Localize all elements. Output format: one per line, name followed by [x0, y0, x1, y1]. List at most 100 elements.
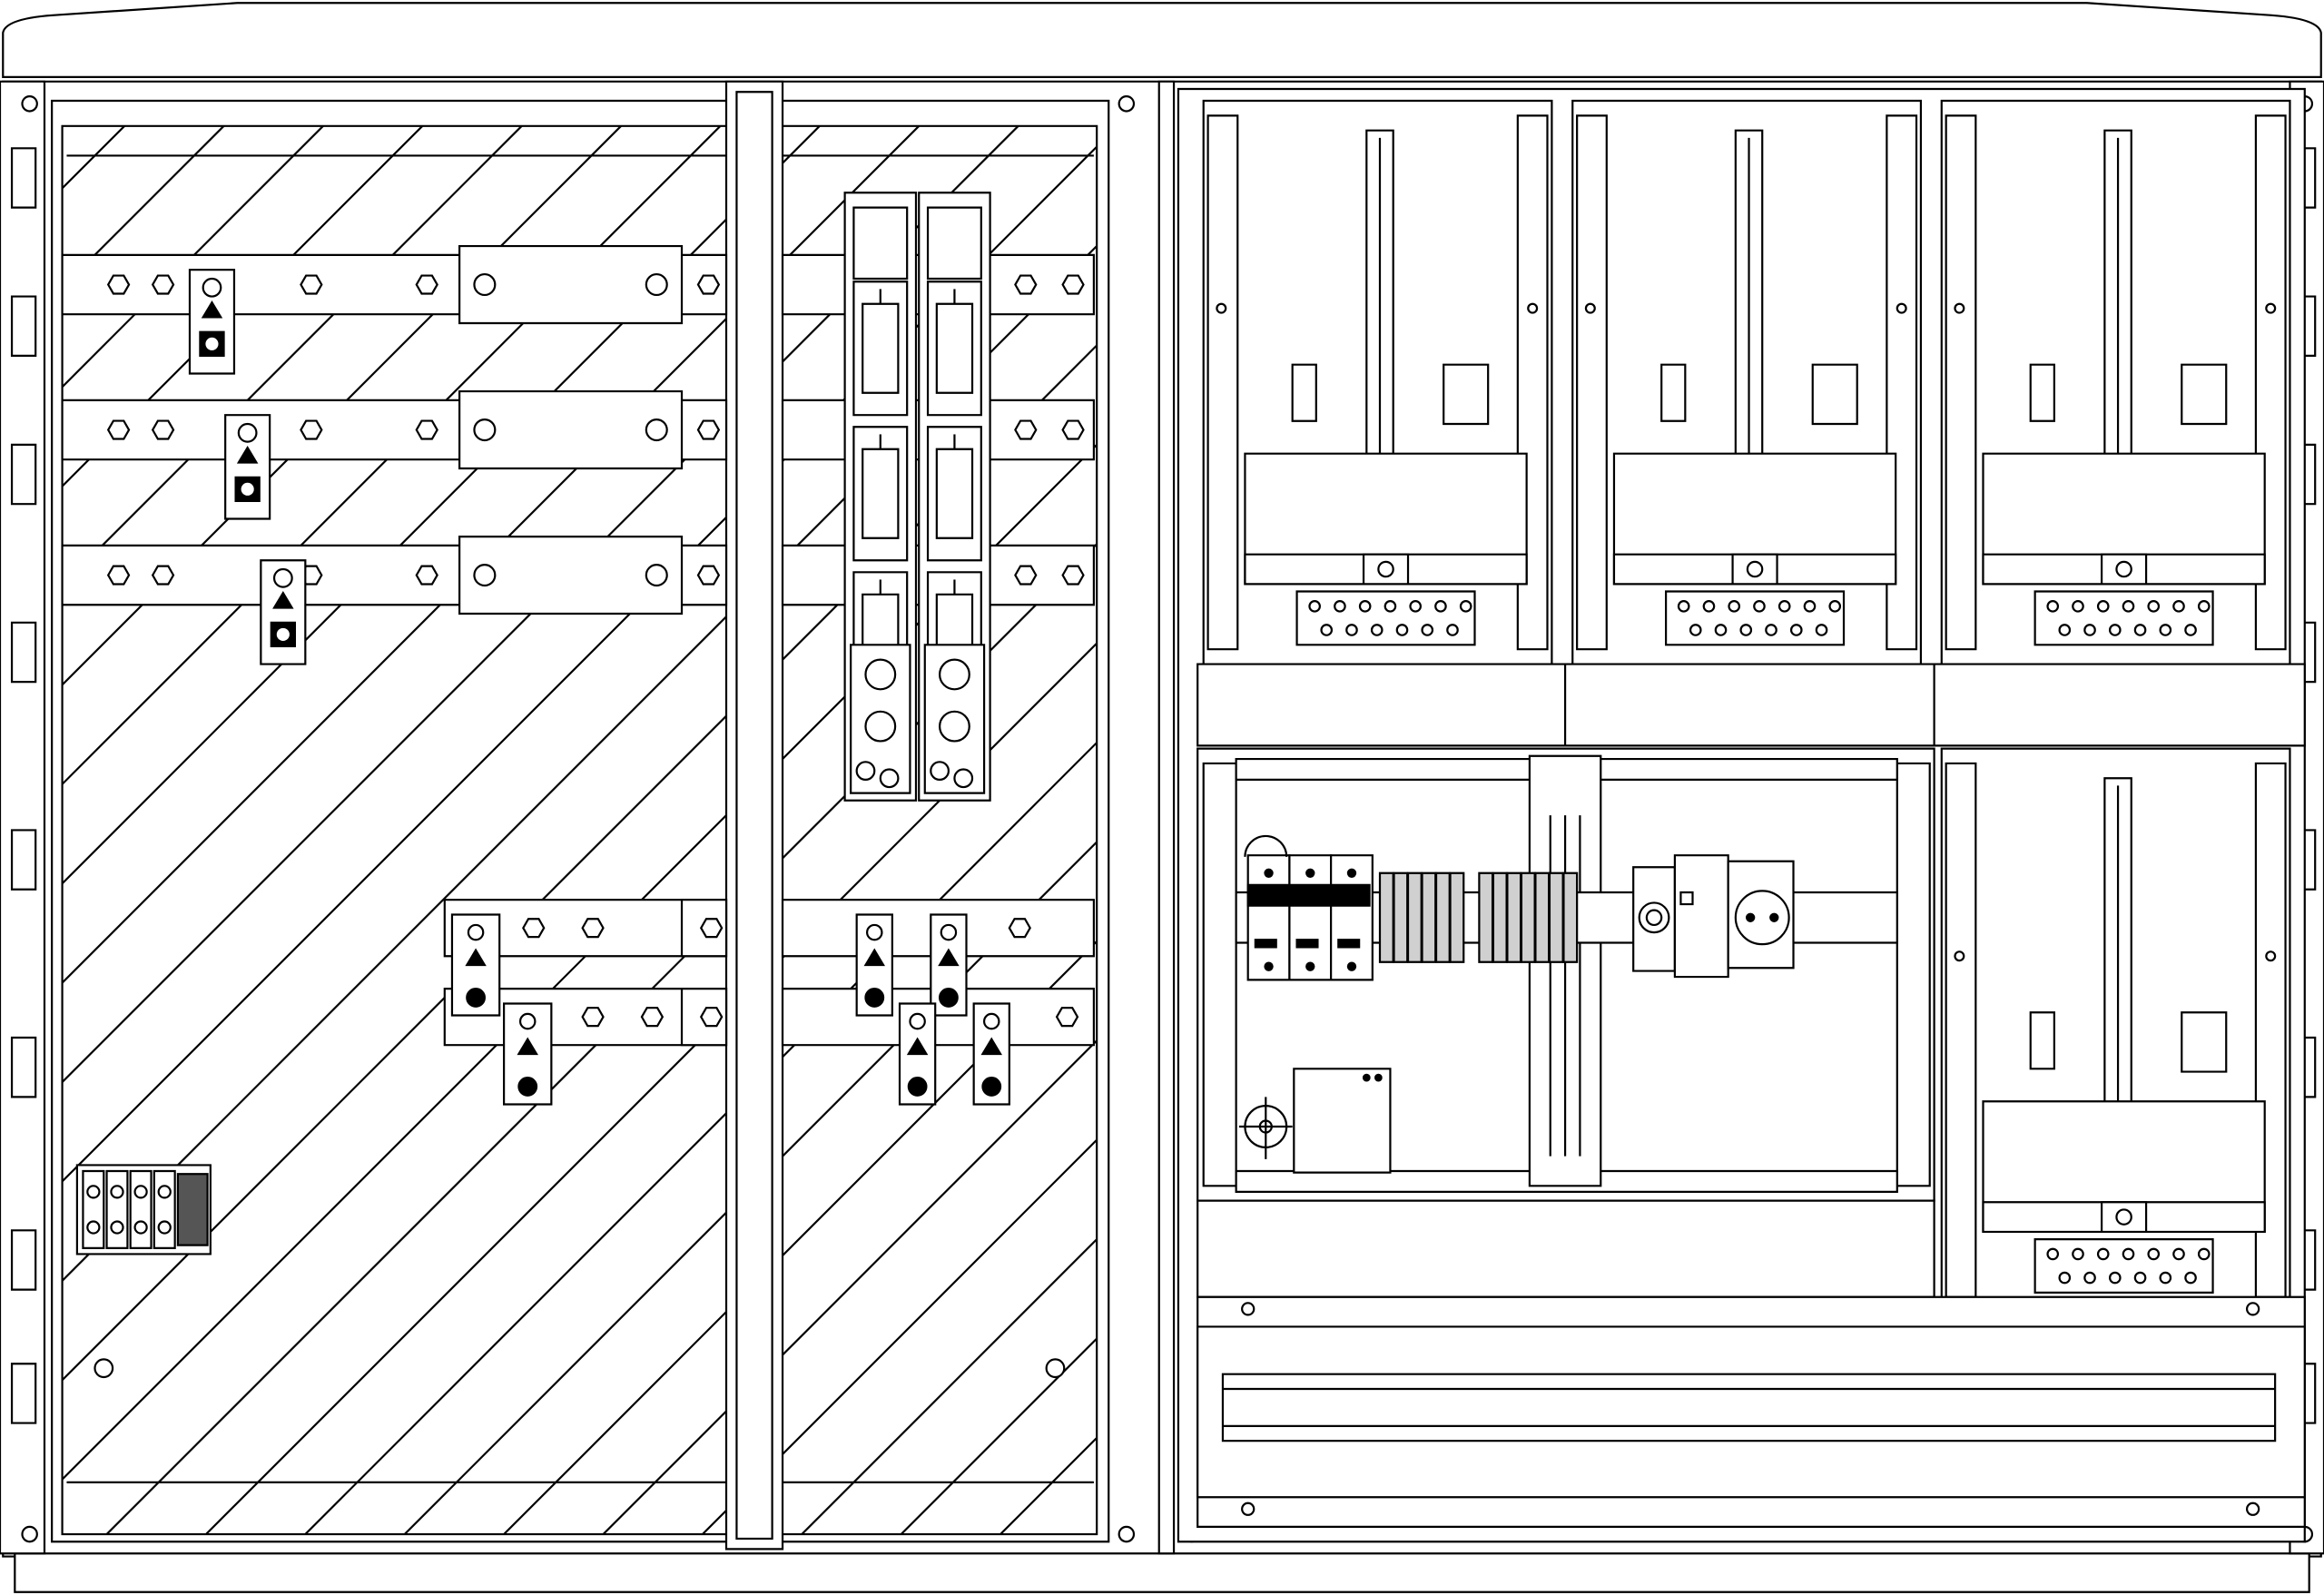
bolt-nut-icon: [300, 421, 321, 439]
din-terminal: [1408, 873, 1422, 962]
busbar-row-3: [63, 537, 1094, 664]
vertical-rail: [1946, 763, 1976, 1297]
screw-icon: [1242, 1503, 1254, 1515]
bolt-nut-icon: [1009, 919, 1030, 937]
fuse-switch-top-contact: [853, 208, 907, 279]
lower-busbar-1: [445, 900, 1094, 956]
terminal-arrow-icon: [274, 593, 292, 607]
breaker-label-strip: [1248, 885, 1370, 906]
bolt-nut-icon: [153, 276, 173, 294]
neutral-terminal-strip: [2035, 1239, 2213, 1293]
hole: [204, 337, 219, 351]
lower-terminal: [857, 914, 892, 1015]
din-terminal: [1451, 873, 1464, 962]
terminal-hole: [2161, 1273, 2171, 1283]
hole: [240, 482, 254, 497]
screw-icon: [94, 1359, 113, 1377]
busbar-plate: [459, 537, 682, 614]
terminal-arrow-icon: [909, 1039, 927, 1054]
terminal-hole: [2173, 1249, 2183, 1259]
terminal-hole: [2060, 1273, 2070, 1283]
terminal-hole: [1704, 601, 1714, 611]
hole: [1364, 1075, 1370, 1081]
fuse-link: [937, 449, 972, 538]
hinge-clip: [12, 623, 35, 682]
terminal-hole: [1346, 625, 1356, 635]
terminal-hole: [2161, 625, 2171, 635]
screw-icon: [1119, 96, 1134, 111]
terminal-hole: [1334, 601, 1344, 611]
hole: [159, 1186, 171, 1197]
bolt-nut-icon: [153, 421, 173, 439]
screw-icon: [22, 96, 36, 111]
hinge-clip: [12, 445, 35, 504]
terminal-hole: [1385, 601, 1395, 611]
terminal-hole: [1741, 625, 1751, 635]
bolt-nut-icon: [701, 919, 722, 937]
screw-icon: [1216, 304, 1226, 313]
lower-terminal: [452, 914, 499, 1015]
terminal-end-cap: [178, 1174, 208, 1245]
terminal-hole: [1322, 625, 1332, 635]
fuse-switch-top-contact: [928, 208, 981, 279]
hole: [239, 424, 257, 442]
terminal-hole: [1779, 601, 1789, 611]
hole: [881, 769, 899, 787]
bolt-nut-icon: [1063, 276, 1084, 294]
screw-icon: [22, 1527, 36, 1541]
hatch-line: [802, 126, 2210, 1534]
screw-icon: [1955, 951, 1964, 960]
terminal-clamp: [83, 1171, 103, 1248]
hole: [474, 274, 495, 295]
bolt-nut-icon: [698, 276, 719, 294]
bolt-nut-icon: [583, 1008, 604, 1026]
screw-icon: [1528, 304, 1537, 313]
terminal-hole: [2185, 625, 2195, 635]
terminal-hole: [1805, 601, 1815, 611]
hole: [646, 419, 667, 440]
hinge-clip: [12, 148, 35, 207]
lower-terminal: [931, 914, 966, 1015]
meter-slot: [1293, 365, 1316, 421]
side-rail: [1204, 763, 1236, 1186]
hole: [1265, 963, 1272, 970]
lower-busbar-2: [445, 989, 1094, 1045]
bolt-nut-icon: [701, 1008, 722, 1026]
terminal-screw-icon: [982, 1078, 1000, 1096]
terminal-hole: [2173, 601, 2183, 611]
hatch-line: [107, 126, 1515, 1534]
neutral-terminal-strip: [1297, 592, 1475, 645]
hole: [1375, 1075, 1382, 1081]
terminal-hole: [2048, 1249, 2058, 1259]
din-terminal: [1535, 873, 1549, 962]
hole: [941, 925, 956, 940]
hinge-clip: [12, 297, 35, 356]
hole: [474, 565, 495, 586]
hinge-clip: [12, 1038, 35, 1097]
hatch-line: [305, 126, 1713, 1534]
meter-window: [1813, 365, 1857, 424]
bolt-nut-icon: [698, 566, 719, 585]
terminal-hole: [1830, 601, 1840, 611]
hinge-clip: [12, 830, 35, 889]
hole: [159, 1222, 171, 1234]
bolt-nut-icon: [642, 1008, 663, 1026]
meter-window: [1443, 365, 1488, 424]
junction-box: [1294, 1068, 1390, 1172]
terminal-screw-icon: [909, 1078, 927, 1096]
terminal-hole: [2098, 1249, 2108, 1259]
fuse-link: [862, 304, 898, 393]
terminal-hole: [1435, 601, 1445, 611]
hinge-clip: [12, 1230, 35, 1289]
hinge-clip: [12, 1364, 35, 1423]
terminal-hole: [2048, 601, 2058, 611]
bolt-nut-icon: [523, 919, 544, 937]
terminal-arrow-icon: [239, 448, 257, 462]
breaker-toggle-icon: [1338, 940, 1359, 947]
bolt-nut-icon: [300, 276, 321, 294]
hole: [984, 1014, 999, 1029]
terminal-hole: [2149, 601, 2159, 611]
hole: [135, 1222, 147, 1234]
hole: [646, 274, 667, 295]
terminal-arrow-icon: [467, 950, 485, 965]
